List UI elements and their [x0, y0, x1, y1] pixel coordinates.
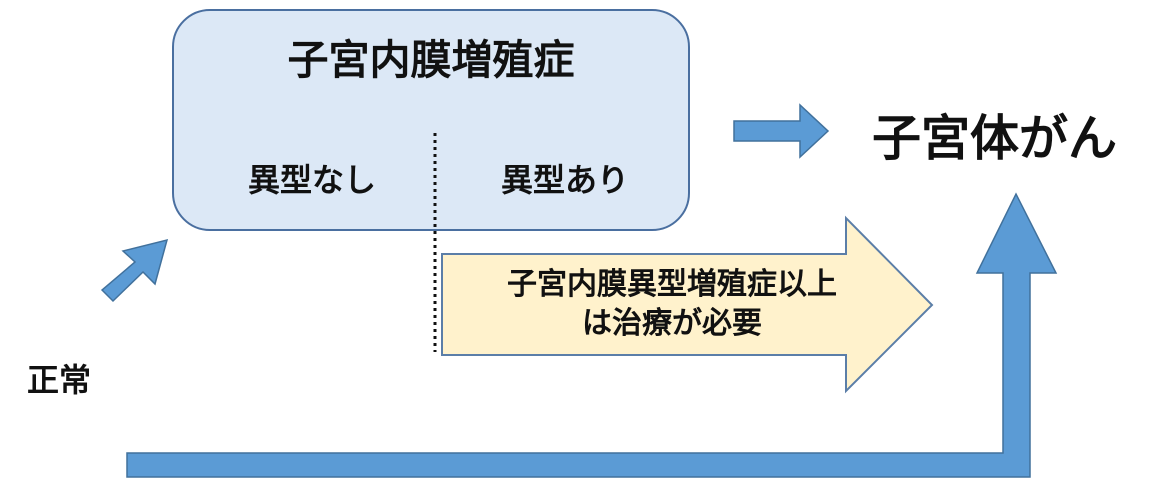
endometrial-hyperplasia-title: 子宮内膜増殖症	[287, 36, 575, 84]
without-atypia-label: 異型なし	[247, 161, 376, 199]
treatment-note-line-2: は治療が必要	[582, 306, 762, 341]
normal-label: 正常	[27, 361, 92, 399]
with-atypia-label: 異型あり	[500, 161, 629, 199]
treatment-note-arrow	[441, 215, 934, 394]
box-to-cancer-arrow	[733, 103, 830, 159]
normal-to-cancer-arrow	[126, 192, 1058, 478]
treatment-note-line-1: 子宮内膜異型増殖症以上	[507, 267, 837, 302]
endometrial-hyperplasia-box	[172, 9, 690, 231]
uterine-cancer-label: 子宮体がん	[872, 110, 1118, 167]
normal-to-box-arrow	[100, 238, 169, 303]
treatment-note: 子宮内膜異型増殖症以上 は治療が必要	[442, 265, 902, 343]
